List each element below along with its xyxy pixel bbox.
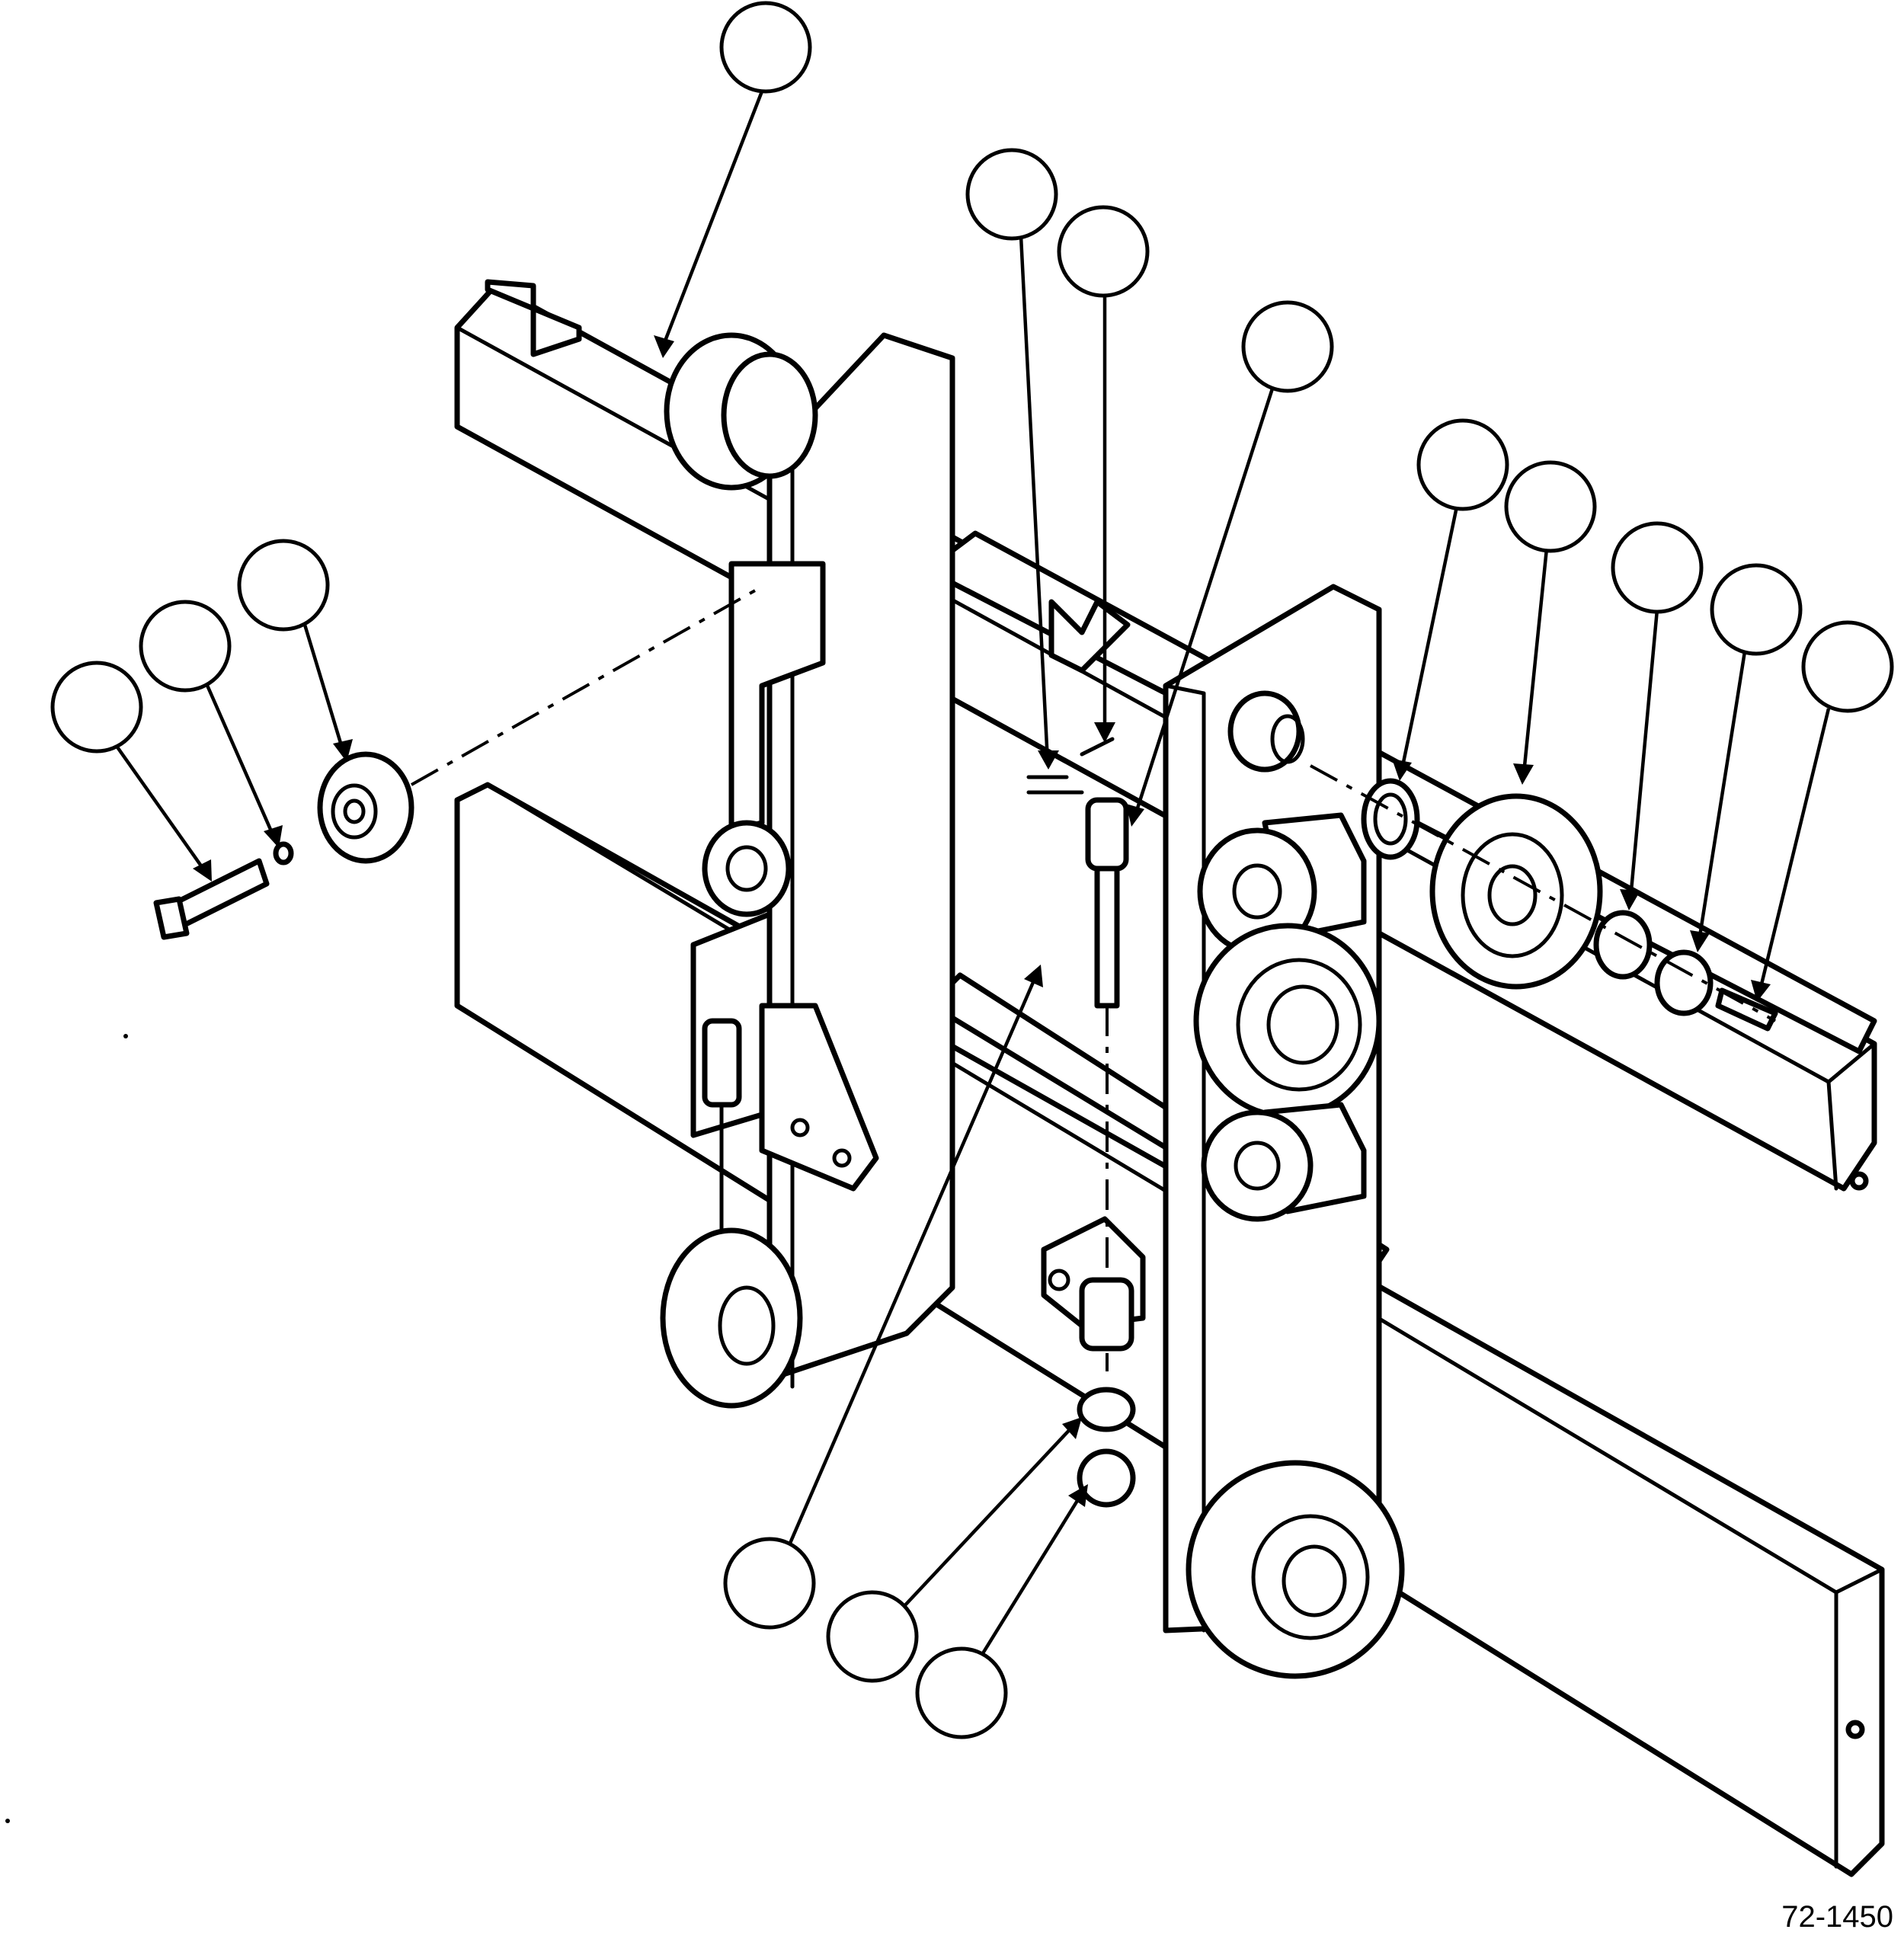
callout-c2: [965, 148, 1058, 241]
callout-c3: [1057, 205, 1150, 298]
callout-c12: [50, 661, 143, 754]
callout-c5: [1416, 418, 1509, 511]
callout-c13: [723, 1537, 816, 1630]
left-carriage-plate: [660, 332, 955, 1409]
callout-c14: [826, 1590, 919, 1683]
callouts: [50, 1, 1894, 1739]
right-carriage-plate: [1041, 584, 1405, 1679]
scan-dot: [5, 1819, 10, 1823]
callout-c4: [1241, 300, 1334, 393]
callout-c15: [915, 1646, 1008, 1739]
callout-c11: [139, 600, 232, 693]
right-exploded-hardware: [1310, 764, 1778, 1032]
callout-c1: [719, 1, 812, 94]
vertical-pin-assembly: [1026, 737, 1136, 1508]
callout-c8: [1710, 563, 1803, 656]
callout-c9: [1801, 620, 1894, 713]
callout-c10: [237, 539, 330, 632]
figure-number: 72-1450: [1781, 1900, 1893, 1934]
callout-c7: [1611, 521, 1704, 614]
callout-c6: [1504, 460, 1597, 553]
scan-dot: [123, 1034, 128, 1038]
left-exploded-hardware: [153, 585, 763, 940]
